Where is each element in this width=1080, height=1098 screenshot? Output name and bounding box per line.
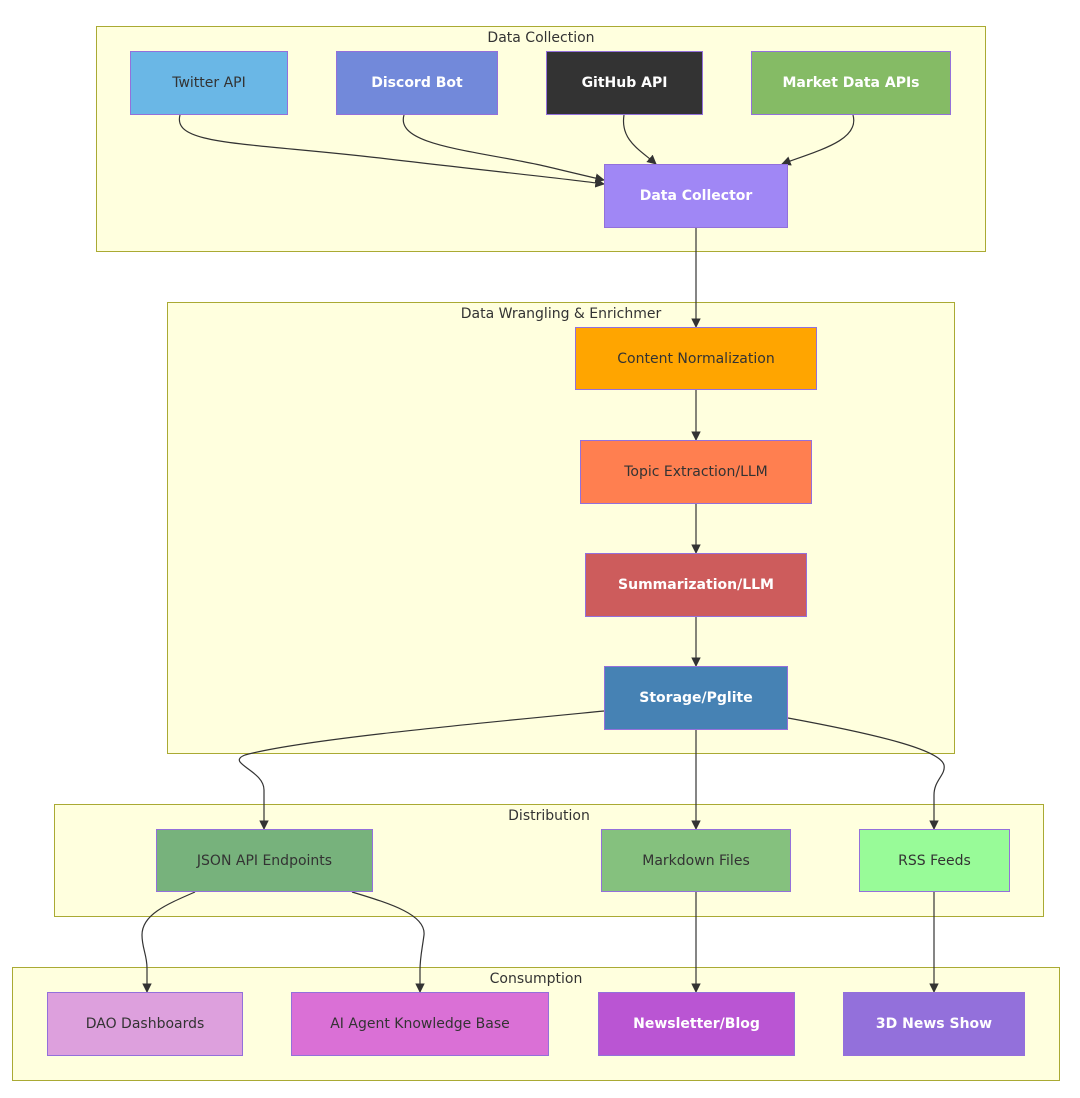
node-label: Twitter API: [172, 75, 246, 91]
edge-github-to-collector: [622, 114, 657, 165]
edge-market-to-collector: [781, 114, 855, 166]
node-discord-bot: Discord Bot: [336, 51, 498, 115]
node-github-api: GitHub API: [546, 51, 703, 115]
node-label: GitHub API: [581, 75, 668, 91]
subgraph-title: Distribution: [508, 808, 590, 824]
node-label: Topic Extraction/LLM: [624, 464, 768, 480]
node-json-api-endpoints: JSON API Endpoints: [156, 829, 373, 892]
node-topic-extraction: Topic Extraction/LLM: [580, 440, 812, 504]
node-label: Summarization/LLM: [618, 577, 774, 593]
node-markdown-files: Markdown Files: [601, 829, 791, 892]
node-newsletter-blog: Newsletter/Blog: [598, 992, 795, 1056]
edge-json-to-ai-kb: [351, 891, 425, 993]
node-rss-feeds: RSS Feeds: [859, 829, 1010, 892]
node-label: DAO Dashboards: [85, 1016, 205, 1032]
node-label: 3D News Show: [875, 1016, 993, 1032]
node-label: Data Collector: [639, 188, 753, 204]
edge-twitter-to-collector: [178, 114, 605, 188]
edge-storage-to-json: [238, 710, 605, 830]
subgraph-title: Consumption: [489, 971, 583, 987]
node-label: Storage/Pglite: [639, 690, 753, 706]
edge-json-to-dao: [141, 891, 196, 993]
node-label: Discord Bot: [371, 75, 463, 91]
node-label: JSON API Endpoints: [196, 852, 333, 869]
node-content-normalization: Content Normalization: [575, 327, 817, 390]
node-label: RSS Feeds: [898, 852, 971, 869]
node-label: Markdown Files: [642, 852, 750, 869]
node-dao-dashboards: DAO Dashboards: [47, 992, 243, 1056]
subgraph-title: Data Wrangling & Enrichmer: [460, 306, 662, 322]
node-ai-agent-knowledge-base: AI Agent Knowledge Base: [291, 992, 549, 1056]
node-label: AI Agent Knowledge Base: [330, 1016, 510, 1032]
node-market-data-apis: Market Data APIs: [751, 51, 951, 115]
subgraph-data-wrangling: Data Wrangling & Enrichmer: [167, 302, 955, 754]
node-3d-news-show: 3D News Show: [843, 992, 1025, 1056]
subgraph-title: Data Collection: [487, 30, 595, 46]
node-twitter-api: Twitter API: [130, 51, 288, 115]
node-label: Market Data APIs: [782, 75, 920, 91]
node-storage: Storage/Pglite: [604, 666, 788, 730]
node-data-collector: Data Collector: [604, 164, 788, 228]
edge-discord-to-collector: [402, 114, 605, 183]
edge-storage-to-rss: [787, 717, 945, 830]
node-summarization: Summarization/LLM: [585, 553, 807, 617]
node-label: Newsletter/Blog: [633, 1016, 760, 1032]
node-label: Content Normalization: [617, 350, 775, 367]
